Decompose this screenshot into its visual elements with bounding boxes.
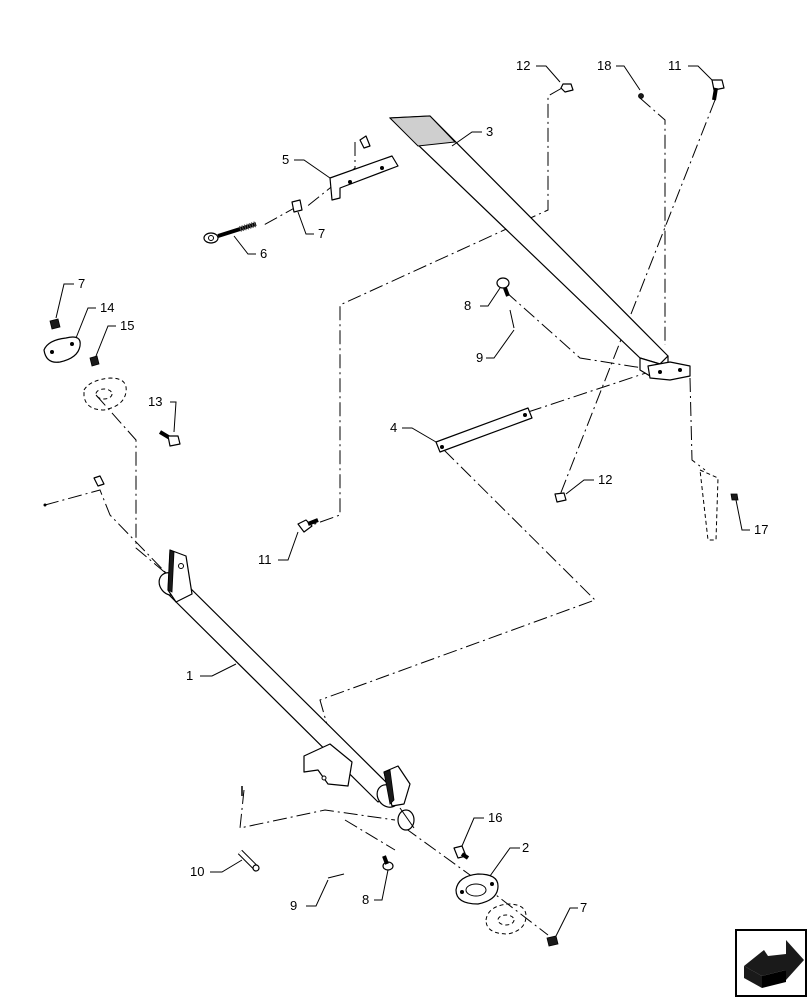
- assembly-lines: [44, 87, 716, 936]
- callout-17: 17: [754, 522, 768, 537]
- callout-11-top: 11: [668, 58, 682, 73]
- part-17-bracket: [699, 469, 719, 541]
- callout-labels: 12 18 11 3 5 7 6 7 14 15 8 9 13 4 12 17 …: [78, 58, 768, 915]
- callout-8-lower: 8: [362, 892, 369, 907]
- next-page-arrow-icon[interactable]: [735, 929, 807, 997]
- callout-2: 2: [522, 840, 529, 855]
- callout-18: 18: [597, 58, 611, 73]
- callout-13: 13: [148, 394, 162, 409]
- callout-14: 14: [100, 300, 114, 315]
- callout-15: 15: [120, 318, 134, 333]
- hardware: [43, 79, 739, 947]
- callout-3: 3: [486, 124, 493, 139]
- callout-7-bottom: 7: [580, 900, 587, 915]
- part-14-plate: [43, 336, 127, 411]
- part-6-eye-bolt: [203, 221, 257, 244]
- callout-11-lower: 11: [258, 552, 272, 567]
- callout-7-left: 7: [78, 276, 85, 291]
- callout-7-bracket: 7: [318, 226, 325, 241]
- part-4-strap: [435, 407, 533, 453]
- leader-lines: [55, 65, 750, 937]
- callout-9-lower: 9: [290, 898, 297, 913]
- callout-12-lower: 12: [598, 472, 612, 487]
- callout-4: 4: [390, 420, 397, 435]
- callout-5: 5: [282, 152, 289, 167]
- callout-8-top: 8: [464, 298, 471, 313]
- callout-16: 16: [488, 810, 502, 825]
- part-2-flange: [455, 873, 527, 935]
- part-3-bar: [388, 115, 691, 381]
- callout-9-top: 9: [476, 350, 483, 365]
- part-5-bracket: [329, 135, 399, 201]
- part-1-tube: [158, 549, 415, 831]
- callout-1: 1: [186, 668, 193, 683]
- callout-6: 6: [260, 246, 267, 261]
- callout-12-top: 12: [516, 58, 530, 73]
- callout-10: 10: [190, 864, 204, 879]
